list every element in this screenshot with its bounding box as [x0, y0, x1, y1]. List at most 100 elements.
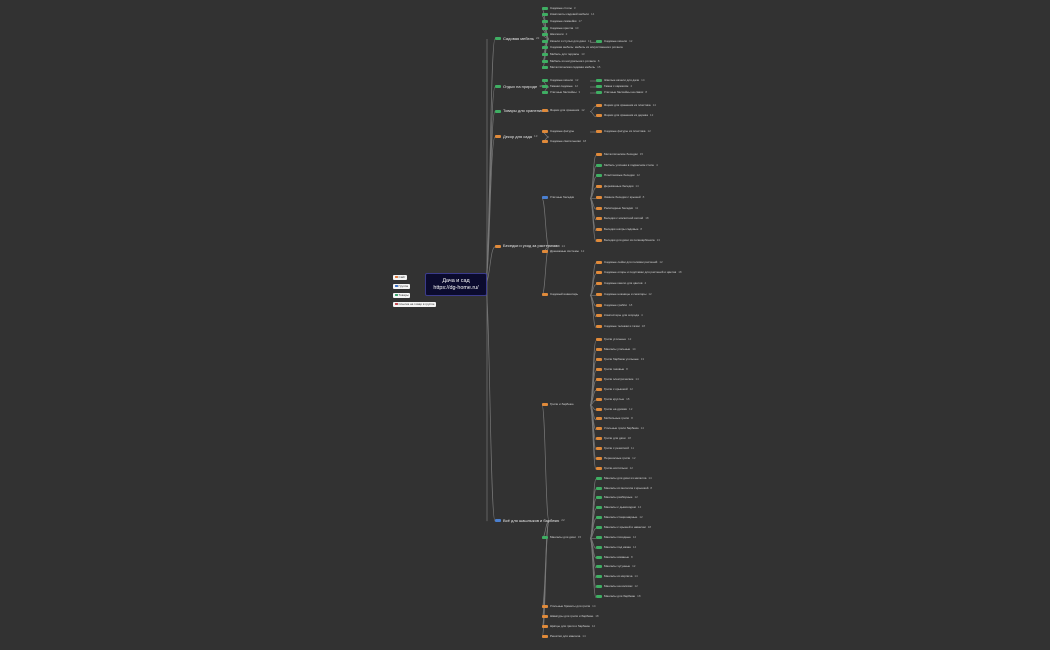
green-tag-icon — [542, 78, 548, 82]
topic-node[interactable]: Садовые опоры и подставки для растений и… — [596, 271, 682, 275]
topic-node[interactable]: Садовая мебель: мебель из искусственного… — [542, 46, 623, 50]
topic-node[interactable]: Садовый инвентарь — [542, 292, 578, 296]
topic-node[interactable]: Уличные беседки — [542, 195, 574, 199]
node-label: Мангалы для барбекю — [604, 594, 636, 599]
node-label: Отдых на природе — [503, 83, 538, 89]
legend-swatch — [394, 294, 398, 297]
node-label: Грили и барбекю — [550, 401, 574, 406]
child-count-badge: 14 — [582, 633, 586, 638]
node-label: Грили с решёткой — [604, 446, 629, 451]
green-tag-icon — [495, 85, 501, 88]
orange-tag-icon — [596, 271, 602, 275]
mind-map-edge — [484, 283, 496, 522]
node-label: Грили электрические — [604, 376, 634, 381]
branch-node[interactable]: Товары для хранения17 — [495, 109, 549, 113]
child-count-badge: 12 — [575, 77, 579, 82]
legend-item: Ссылка на товар в группе — [393, 302, 436, 307]
green-tag-icon — [596, 565, 602, 569]
root-node[interactable]: Дача и сад https://dg-home.ru/ — [425, 273, 487, 296]
topic-node[interactable]: Садовые фигуры — [542, 129, 574, 133]
topic-node[interactable]: Грили и барбекю — [542, 401, 574, 406]
green-tag-icon — [596, 78, 602, 82]
child-count-badge: 13 — [534, 134, 538, 138]
node-label: Грили круглые — [604, 396, 625, 401]
orange-tag-icon — [596, 217, 602, 221]
